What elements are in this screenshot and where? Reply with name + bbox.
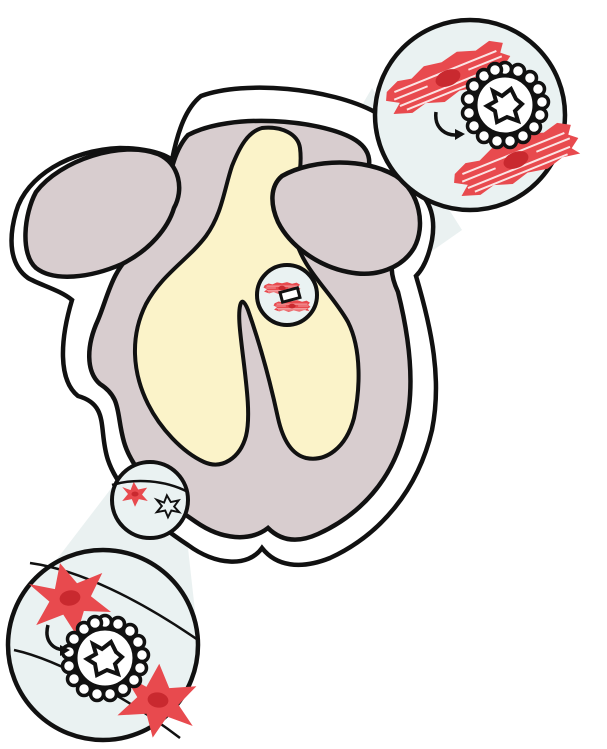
epicardial-cell-inset: [8, 550, 201, 743]
atrium-zoom-region: [257, 265, 317, 325]
atrial-cardiomyocyte-inset: [375, 20, 585, 210]
epicardium-zoom-region: [112, 462, 188, 538]
